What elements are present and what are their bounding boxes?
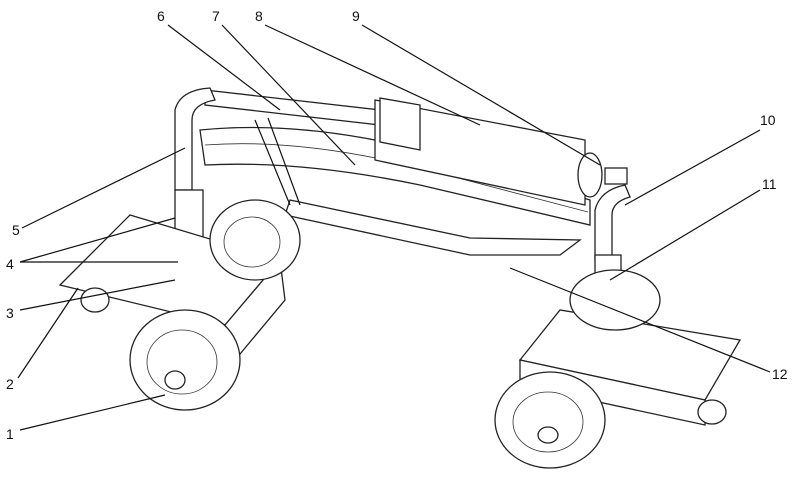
label-3: 3	[6, 305, 14, 321]
label-9: 9	[352, 8, 360, 24]
label-4: 4	[6, 256, 14, 272]
label-11: 11	[762, 176, 777, 192]
label-8: 8	[255, 8, 263, 24]
frame-beam	[199, 117, 591, 256]
label-1: 1	[6, 426, 14, 442]
leader-lines	[17, 24, 771, 431]
label-5: 5	[12, 222, 20, 238]
wheels	[80, 199, 727, 469]
label-7: 7	[212, 8, 220, 24]
label-6: 6	[157, 8, 165, 24]
linear-actuator	[204, 89, 628, 206]
label-10: 10	[760, 112, 776, 128]
label-2: 2	[6, 376, 14, 392]
label-12: 12	[772, 366, 788, 382]
